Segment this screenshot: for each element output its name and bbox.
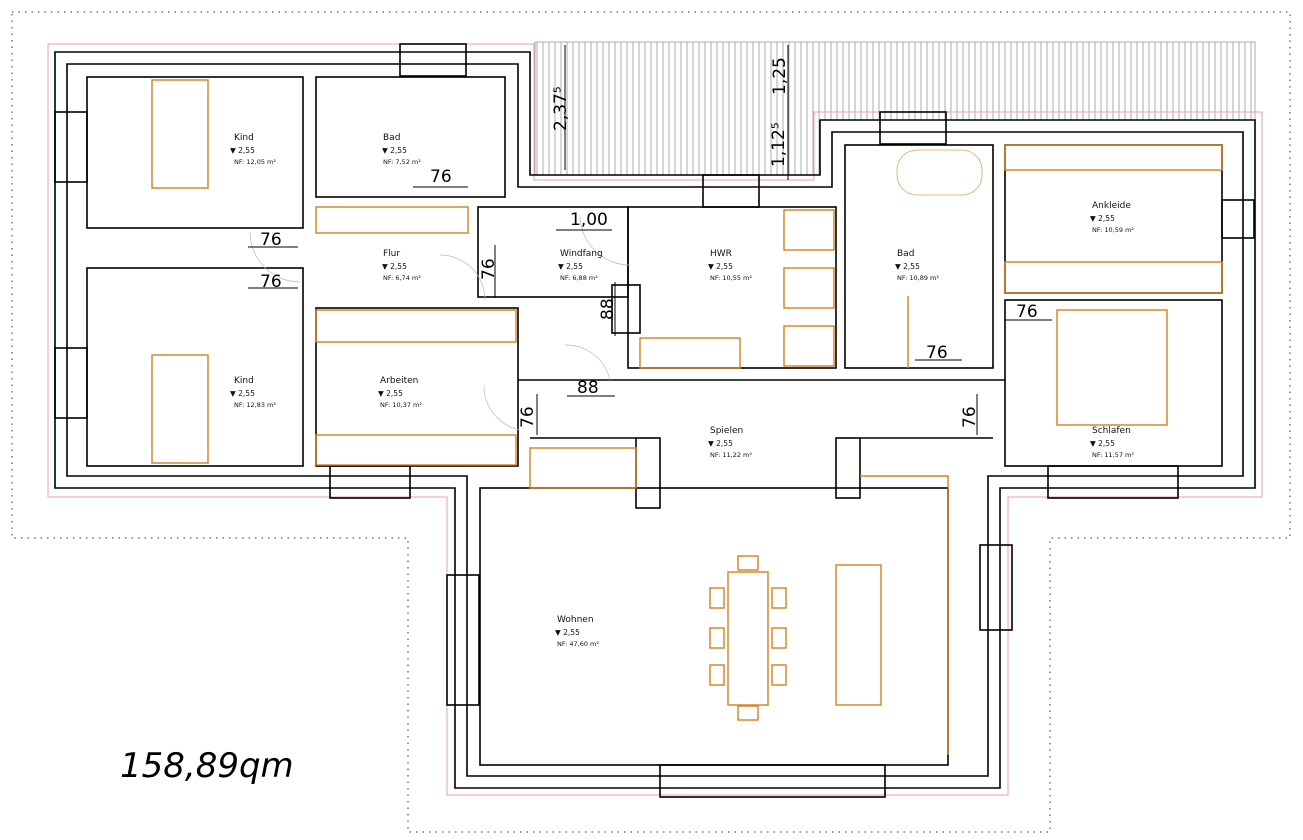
svg-text:NF: 10,59 m²: NF: 10,59 m² <box>1092 226 1134 234</box>
svg-text:NF: 6,88 m²: NF: 6,88 m² <box>560 274 598 282</box>
appliance <box>783 267 835 309</box>
dimension-label: 76 <box>260 272 282 292</box>
svg-text:NF: 7,52 m²: NF: 7,52 m² <box>383 158 421 166</box>
interior-walls <box>86 76 1223 766</box>
svg-text:HWR: HWR <box>710 249 732 259</box>
dimension-label: 76 <box>518 406 538 428</box>
dimension-label: 2,37⁵ <box>551 86 571 131</box>
sofa-icon <box>835 564 882 706</box>
svg-text:Schlafen: Schlafen <box>1092 426 1131 436</box>
room-label-kind-top: Kind ▼ 2,55 NF: 12,05 m² <box>230 133 276 166</box>
dimension-label: 76 <box>926 343 948 363</box>
shelf-arbeiten <box>315 309 517 343</box>
svg-text:NF: 10,37 m²: NF: 10,37 m² <box>380 401 422 409</box>
double-bed-icon <box>1056 309 1168 426</box>
dimension-label: 88 <box>577 378 599 398</box>
door-swings <box>249 214 631 431</box>
wardrobe-ankleide <box>1004 261 1223 294</box>
svg-text:NF: 10,55 m²: NF: 10,55 m² <box>710 274 752 282</box>
dimension-label: 76 <box>479 258 499 280</box>
room-area: NF: 12,05 m² <box>234 158 276 166</box>
svg-text:Spielen: Spielen <box>710 426 743 436</box>
svg-text:▼ 2,55: ▼ 2,55 <box>895 262 920 271</box>
appliance <box>783 325 835 367</box>
room-height: ▼ 2,55 <box>230 146 255 155</box>
svg-text:Bad: Bad <box>897 249 914 259</box>
room-name: Kind <box>234 133 254 143</box>
total-area: 158,89qm <box>120 746 294 786</box>
svg-text:NF: 11,57 m²: NF: 11,57 m² <box>1092 451 1134 459</box>
dimension-label: 76 <box>1016 302 1038 322</box>
svg-text:▼ 2,55: ▼ 2,55 <box>555 628 580 637</box>
svg-text:▼ 2,55: ▼ 2,55 <box>708 439 733 448</box>
svg-text:Arbeiten: Arbeiten <box>380 376 418 386</box>
svg-text:NF: 47,60 m²: NF: 47,60 m² <box>557 640 599 648</box>
room-label-kind-bottom: Kind ▼ 2,55 NF: 12,83 m² <box>230 376 276 409</box>
bed-kind-top <box>151 79 209 189</box>
bed-kind-bottom <box>151 354 209 464</box>
svg-text:NF: 10,89 m²: NF: 10,89 m² <box>897 274 939 282</box>
dimension-label: 76 <box>430 167 452 187</box>
room-label-wohnen: Wohnen ▼ 2,55 NF: 47,60 m² <box>555 615 599 648</box>
dimension-label: 1,12⁵ <box>769 122 789 167</box>
wardrobe-ankleide <box>1004 144 1223 171</box>
svg-text:Ankleide: Ankleide <box>1092 201 1131 211</box>
svg-text:▼ 2,55: ▼ 2,55 <box>382 146 407 155</box>
wardrobe-flur <box>315 206 469 234</box>
roof-edge <box>47 43 1263 796</box>
dimension-label: 1,00 <box>570 210 608 230</box>
svg-text:Windfang: Windfang <box>560 249 603 259</box>
svg-text:NF: 6,74 m²: NF: 6,74 m² <box>383 274 421 282</box>
dimension-label: 88 <box>598 298 618 320</box>
svg-text:Flur: Flur <box>383 249 400 259</box>
bathtub-icon <box>896 149 983 196</box>
room-label-flur: Flur ▼ 2,55 NF: 6,74 m² <box>382 249 421 282</box>
svg-text:▼ 2,55: ▼ 2,55 <box>1090 439 1115 448</box>
svg-text:▼ 2,55: ▼ 2,55 <box>558 262 583 271</box>
svg-text:▼ 2,55: ▼ 2,55 <box>378 389 403 398</box>
exterior-wall-inner <box>66 63 1244 777</box>
room-label-windfang: Windfang ▼ 2,55 NF: 6,88 m² <box>558 249 603 282</box>
furniture <box>151 79 1223 755</box>
svg-text:NF: 12,83 m²: NF: 12,83 m² <box>234 401 276 409</box>
room-label-hwr: HWR ▼ 2,55 NF: 10,55 m² <box>708 249 752 282</box>
svg-text:Bad: Bad <box>383 133 400 143</box>
dimension-label: 76 <box>960 406 980 428</box>
svg-text:▼ 2,55: ▼ 2,55 <box>1090 214 1115 223</box>
exterior-wall-outer <box>54 51 1256 789</box>
dimension-label: 1,25 <box>770 57 790 95</box>
svg-text:▼ 2,55: ▼ 2,55 <box>382 262 407 271</box>
room-label-spielen: Spielen ▼ 2,55 NF: 11,22 m² <box>708 426 752 459</box>
desk-arbeiten <box>315 434 517 466</box>
svg-text:Kind: Kind <box>234 376 254 386</box>
svg-text:▼ 2,55: ▼ 2,55 <box>230 389 255 398</box>
appliance <box>783 209 835 251</box>
svg-text:NF: 11,22 m²: NF: 11,22 m² <box>710 451 752 459</box>
room-label-ankleide: Ankleide ▼ 2,55 NF: 10,59 m² <box>1090 201 1134 234</box>
dining-table-icon <box>727 571 769 706</box>
room-label-schlafen: Schlafen ▼ 2,55 NF: 11,57 m² <box>1090 426 1134 459</box>
room-label-arbeiten: Arbeiten ▼ 2,55 NF: 10,37 m² <box>378 376 422 409</box>
dimension-label: 76 <box>260 230 282 250</box>
counter-hwr <box>639 337 741 369</box>
room-label-bad: Bad ▼ 2,55 NF: 7,52 m² <box>382 133 421 166</box>
kitchen-counter <box>860 475 949 755</box>
room-label-bad-2: Bad ▼ 2,55 NF: 10,89 m² <box>895 249 939 282</box>
bench <box>529 447 637 489</box>
svg-text:Wohnen: Wohnen <box>557 615 594 625</box>
dimension-lines <box>248 45 1052 435</box>
svg-text:▼ 2,55: ▼ 2,55 <box>708 262 733 271</box>
